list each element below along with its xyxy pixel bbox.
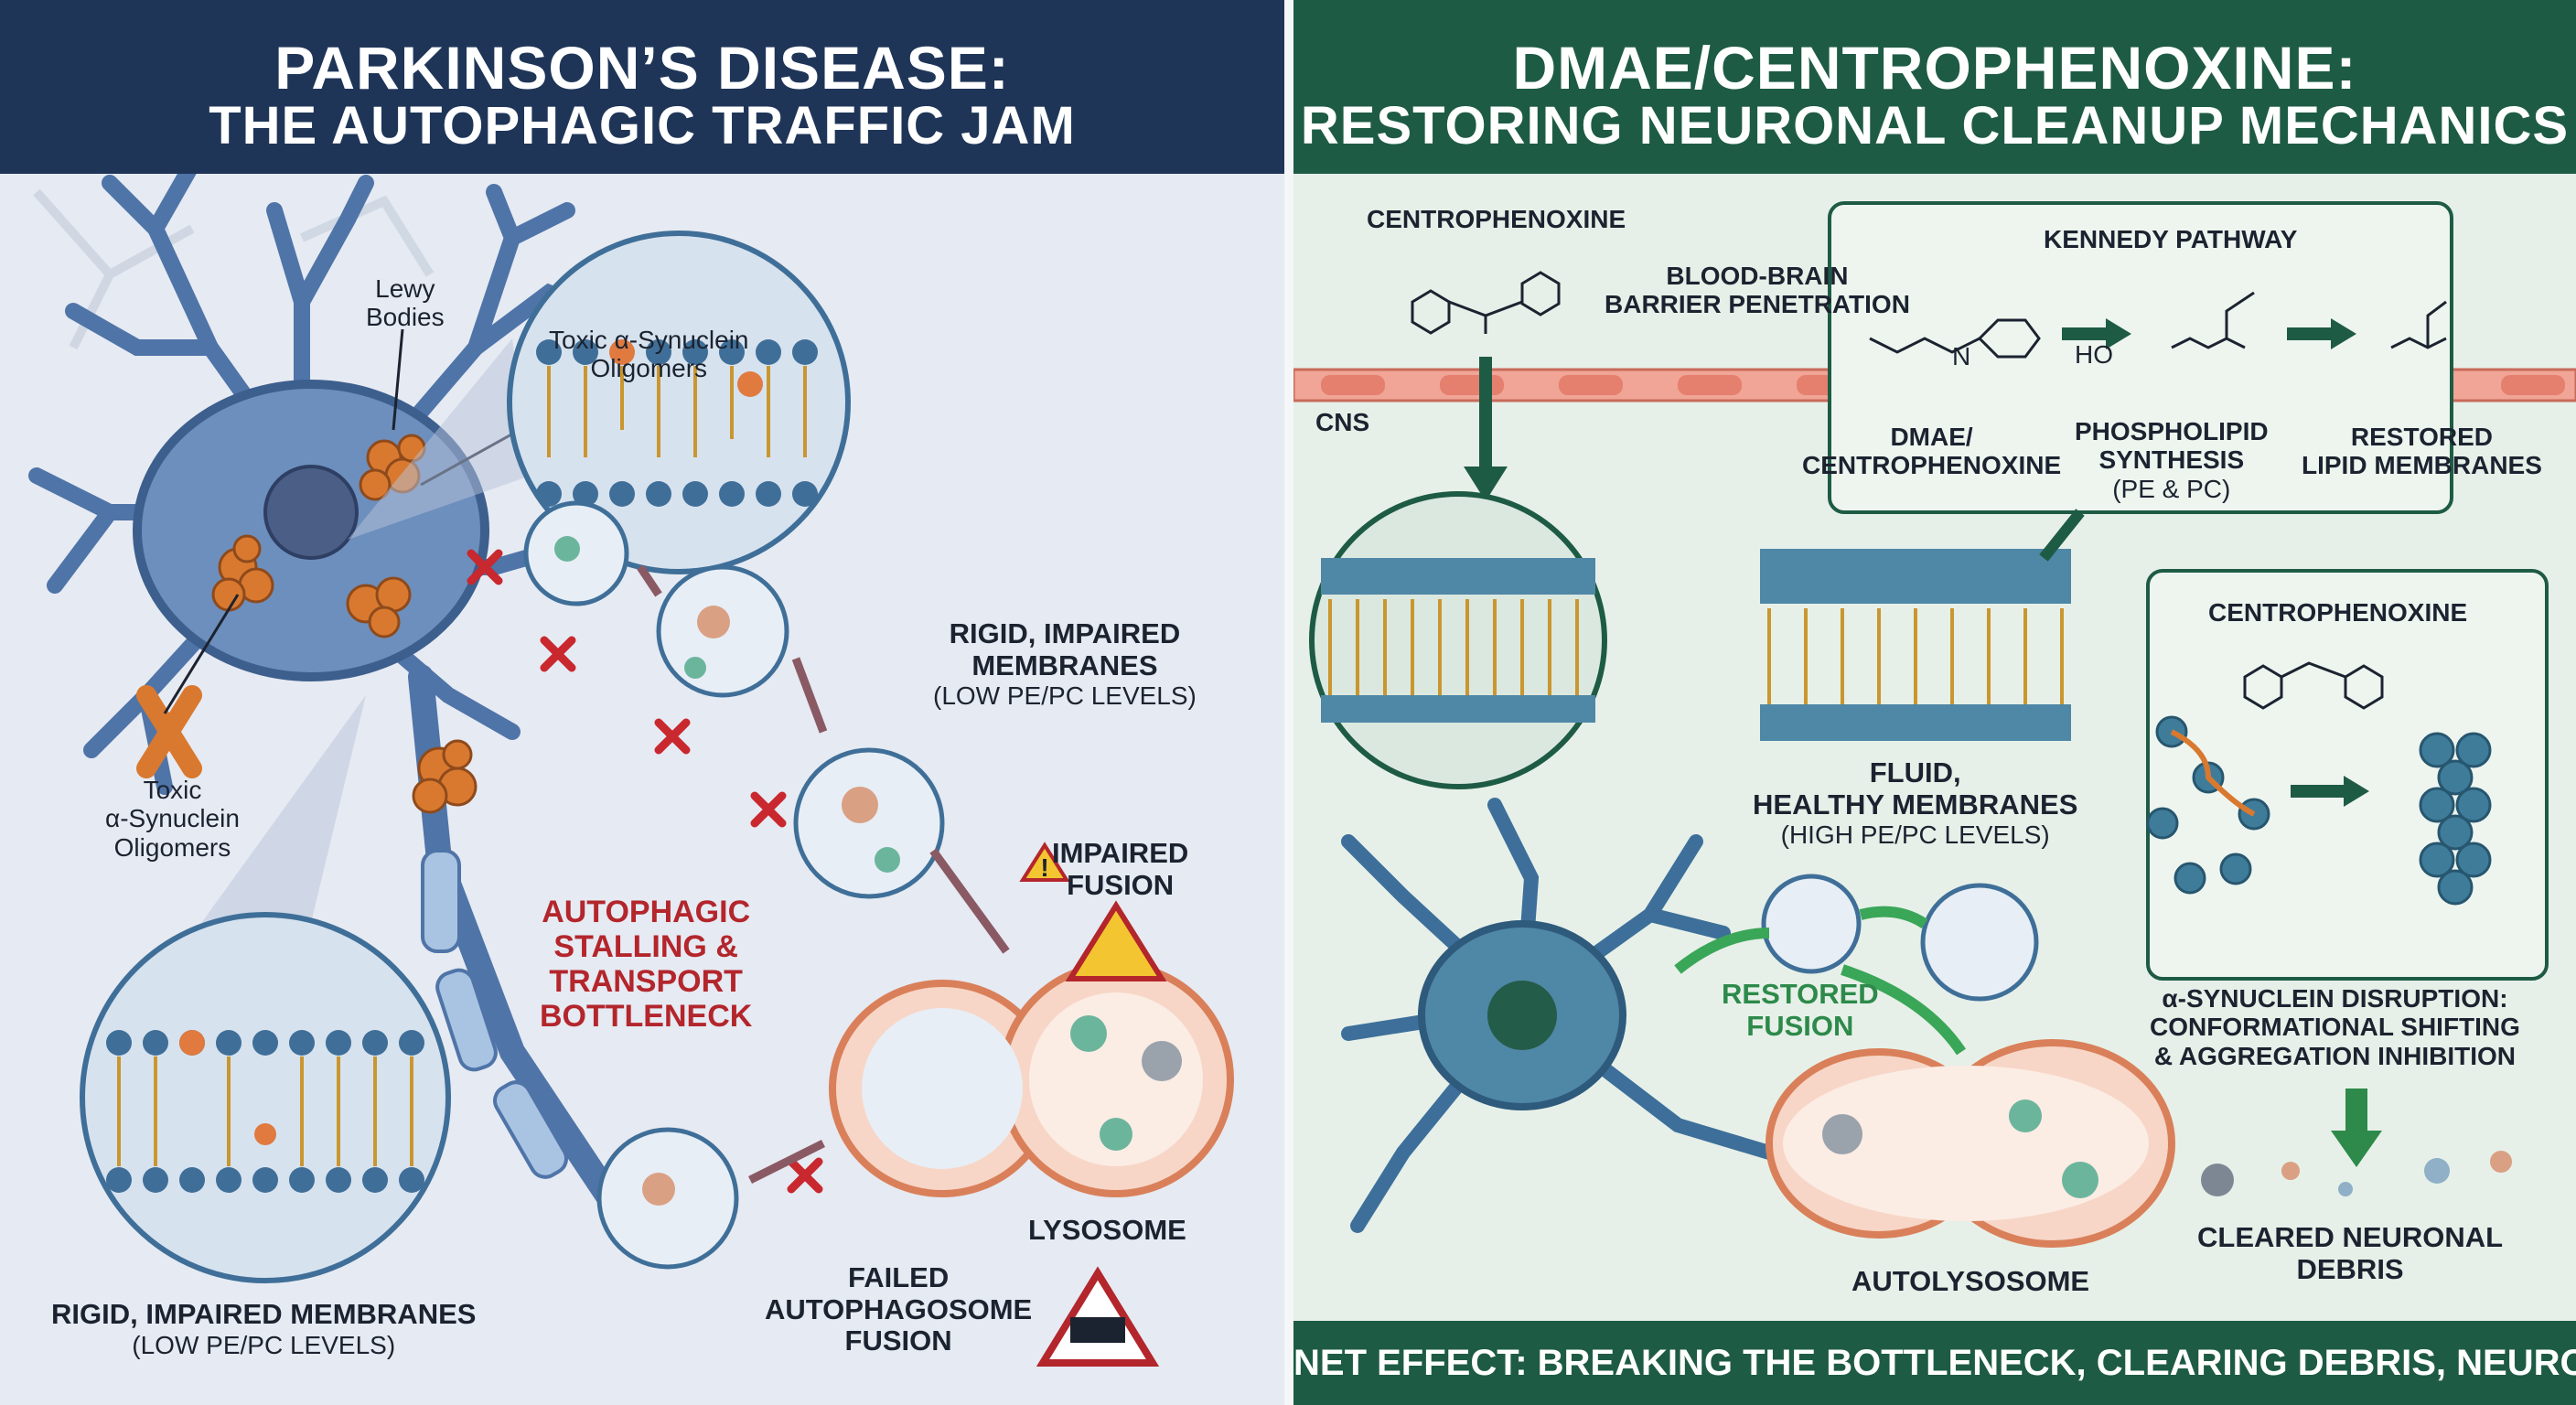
centrophenoxine-box-label: CENTROPHENOXINE — [2208, 598, 2468, 627]
rigid-membranes-bottom-label: RIGID, IMPAIRED MEMBRANES (LOW PE/PC LEV… — [51, 1298, 477, 1359]
right-panel-centrophenoxine: DMAE/CENTROPHENOXINE: RESTORING NEURONAL… — [1293, 0, 2576, 1405]
autolysosome-icon — [1766, 1039, 2175, 1248]
lewy-body-aggregates-icon — [211, 434, 478, 814]
svg-text:!: ! — [1040, 853, 1048, 882]
vesicle-cargo-icon — [554, 536, 900, 1206]
restored-lipid-membranes-label: RESTORED LIPID MEMBRANES — [2302, 423, 2542, 480]
toxic-oligomers-left-label: Toxic α-Synuclein Oligomers — [105, 776, 240, 862]
lewy-bodies-label: Lewy Bodies — [366, 274, 445, 332]
phospholipid-synthesis-label: PHOSPHOLIPID SYNTHESIS (PE & PC) — [2075, 417, 2269, 503]
top-rigid-membrane-bilayer-icon — [536, 339, 818, 507]
restored-fusion-arrows-icon — [1674, 906, 1966, 1056]
panel-divider — [1284, 0, 1293, 1405]
kennedy-pathway-box — [1828, 201, 2453, 514]
right-header: DMAE/CENTROPHENOXINE: RESTORING NEURONAL… — [1293, 0, 2576, 174]
restored-fusion-label: RESTORED FUSION — [1722, 978, 1879, 1042]
kennedy-molecules-icon — [1869, 291, 2447, 359]
syn-disruption-label: α-SYNUCLEIN DISRUPTION: CONFORMATIONAL S… — [2150, 984, 2520, 1070]
autolysosome-label: AUTOLYSOSOME — [1852, 1265, 2090, 1297]
centrophenoxine-illustration — [1293, 201, 2576, 1248]
autophagic-stalling-label: AUTOPHAGIC STALLING & TRANSPORT BOTTLENE… — [540, 895, 753, 1035]
failed-fusion-label: FAILED AUTOPHAGOSOME FUSION — [765, 1261, 1033, 1357]
cleared-debris-label: CLEARED NEURONAL DEBRIS — [2197, 1221, 2504, 1285]
nucleus-icon — [263, 465, 359, 560]
kennedy-arrow-icon — [2062, 318, 2356, 349]
syn-aggregate-disruption-icon — [2146, 661, 2492, 906]
left-title-line1: PARKINSON’S DISEASE: — [274, 34, 1010, 102]
lysosome-label: LYSOSOME — [1028, 1214, 1186, 1246]
right-title-line1: DMAE/CENTROPHENOXINE: — [1512, 34, 2357, 102]
left-panel-parkinsons: ! PARKINSON’S DISEASE: THE AUTOPHAGIC TR… — [0, 0, 1284, 1405]
blocked-transport-x-icon — [467, 549, 823, 1194]
fluid-healthy-membranes-label: FLUID, HEALTHY MEMBRANES (HIGH PE/PC LEV… — [1753, 756, 2078, 850]
toxic-oligomer-x-icon — [136, 685, 202, 778]
transport-arrows-icon — [637, 564, 1010, 1185]
rigid-membrane-zoom-bottom — [80, 912, 451, 1283]
chem-ho-label: HO — [2075, 340, 2113, 369]
healthy-neuron-icon — [1341, 798, 1776, 1233]
centrophenoxine-molecule-icon — [1411, 271, 1561, 335]
net-effect-footer: NET EFFECT: BREAKING THE BOTTLENECK, CLE… — [1293, 1321, 2576, 1405]
rigid-membranes-top-label: RIGID, IMPAIRED MEMBRANES (LOW PE/PC LEV… — [933, 617, 1197, 711]
parkinsons-illustration: ! — [28, 156, 1234, 1367]
bottom-rigid-membrane-bilayer-icon — [106, 1030, 424, 1193]
dmae-label: DMAE/ CENTROPHENOXINE — [1802, 423, 2062, 480]
right-title-line2: RESTORING NEURONAL CLEANUP MECHANICS — [1300, 96, 2570, 156]
toxic-oligomers-top-label: Toxic α-Synuclein Oligomers — [549, 326, 749, 383]
centrophenoxine-top-label: CENTROPHENOXINE — [1367, 205, 1626, 233]
impaired-fusion-label: IMPAIRED FUSION — [1052, 837, 1189, 901]
cns-label: CNS — [1315, 408, 1370, 436]
warning-icon: ! — [1019, 842, 1167, 1367]
chem-n-label: N — [1952, 342, 1971, 370]
restored-fusion-vesicles-icon — [1761, 874, 2039, 1002]
left-title-line2: THE AUTOPHAGIC TRAFFIC JAM — [209, 96, 1076, 156]
kennedy-pathway-title: KENNEDY PATHWAY — [2044, 225, 2298, 253]
failed-fusion-lysosome-icon — [829, 961, 1234, 1197]
cleared-debris-icon — [2201, 1151, 2512, 1196]
healthy-membrane-bilayer-icon — [1321, 549, 2071, 741]
bbb-penetration-label: BLOOD-BRAIN BARRIER PENETRATION — [1605, 262, 1910, 319]
left-header: PARKINSON’S DISEASE: THE AUTOPHAGIC TRAF… — [0, 0, 1284, 174]
